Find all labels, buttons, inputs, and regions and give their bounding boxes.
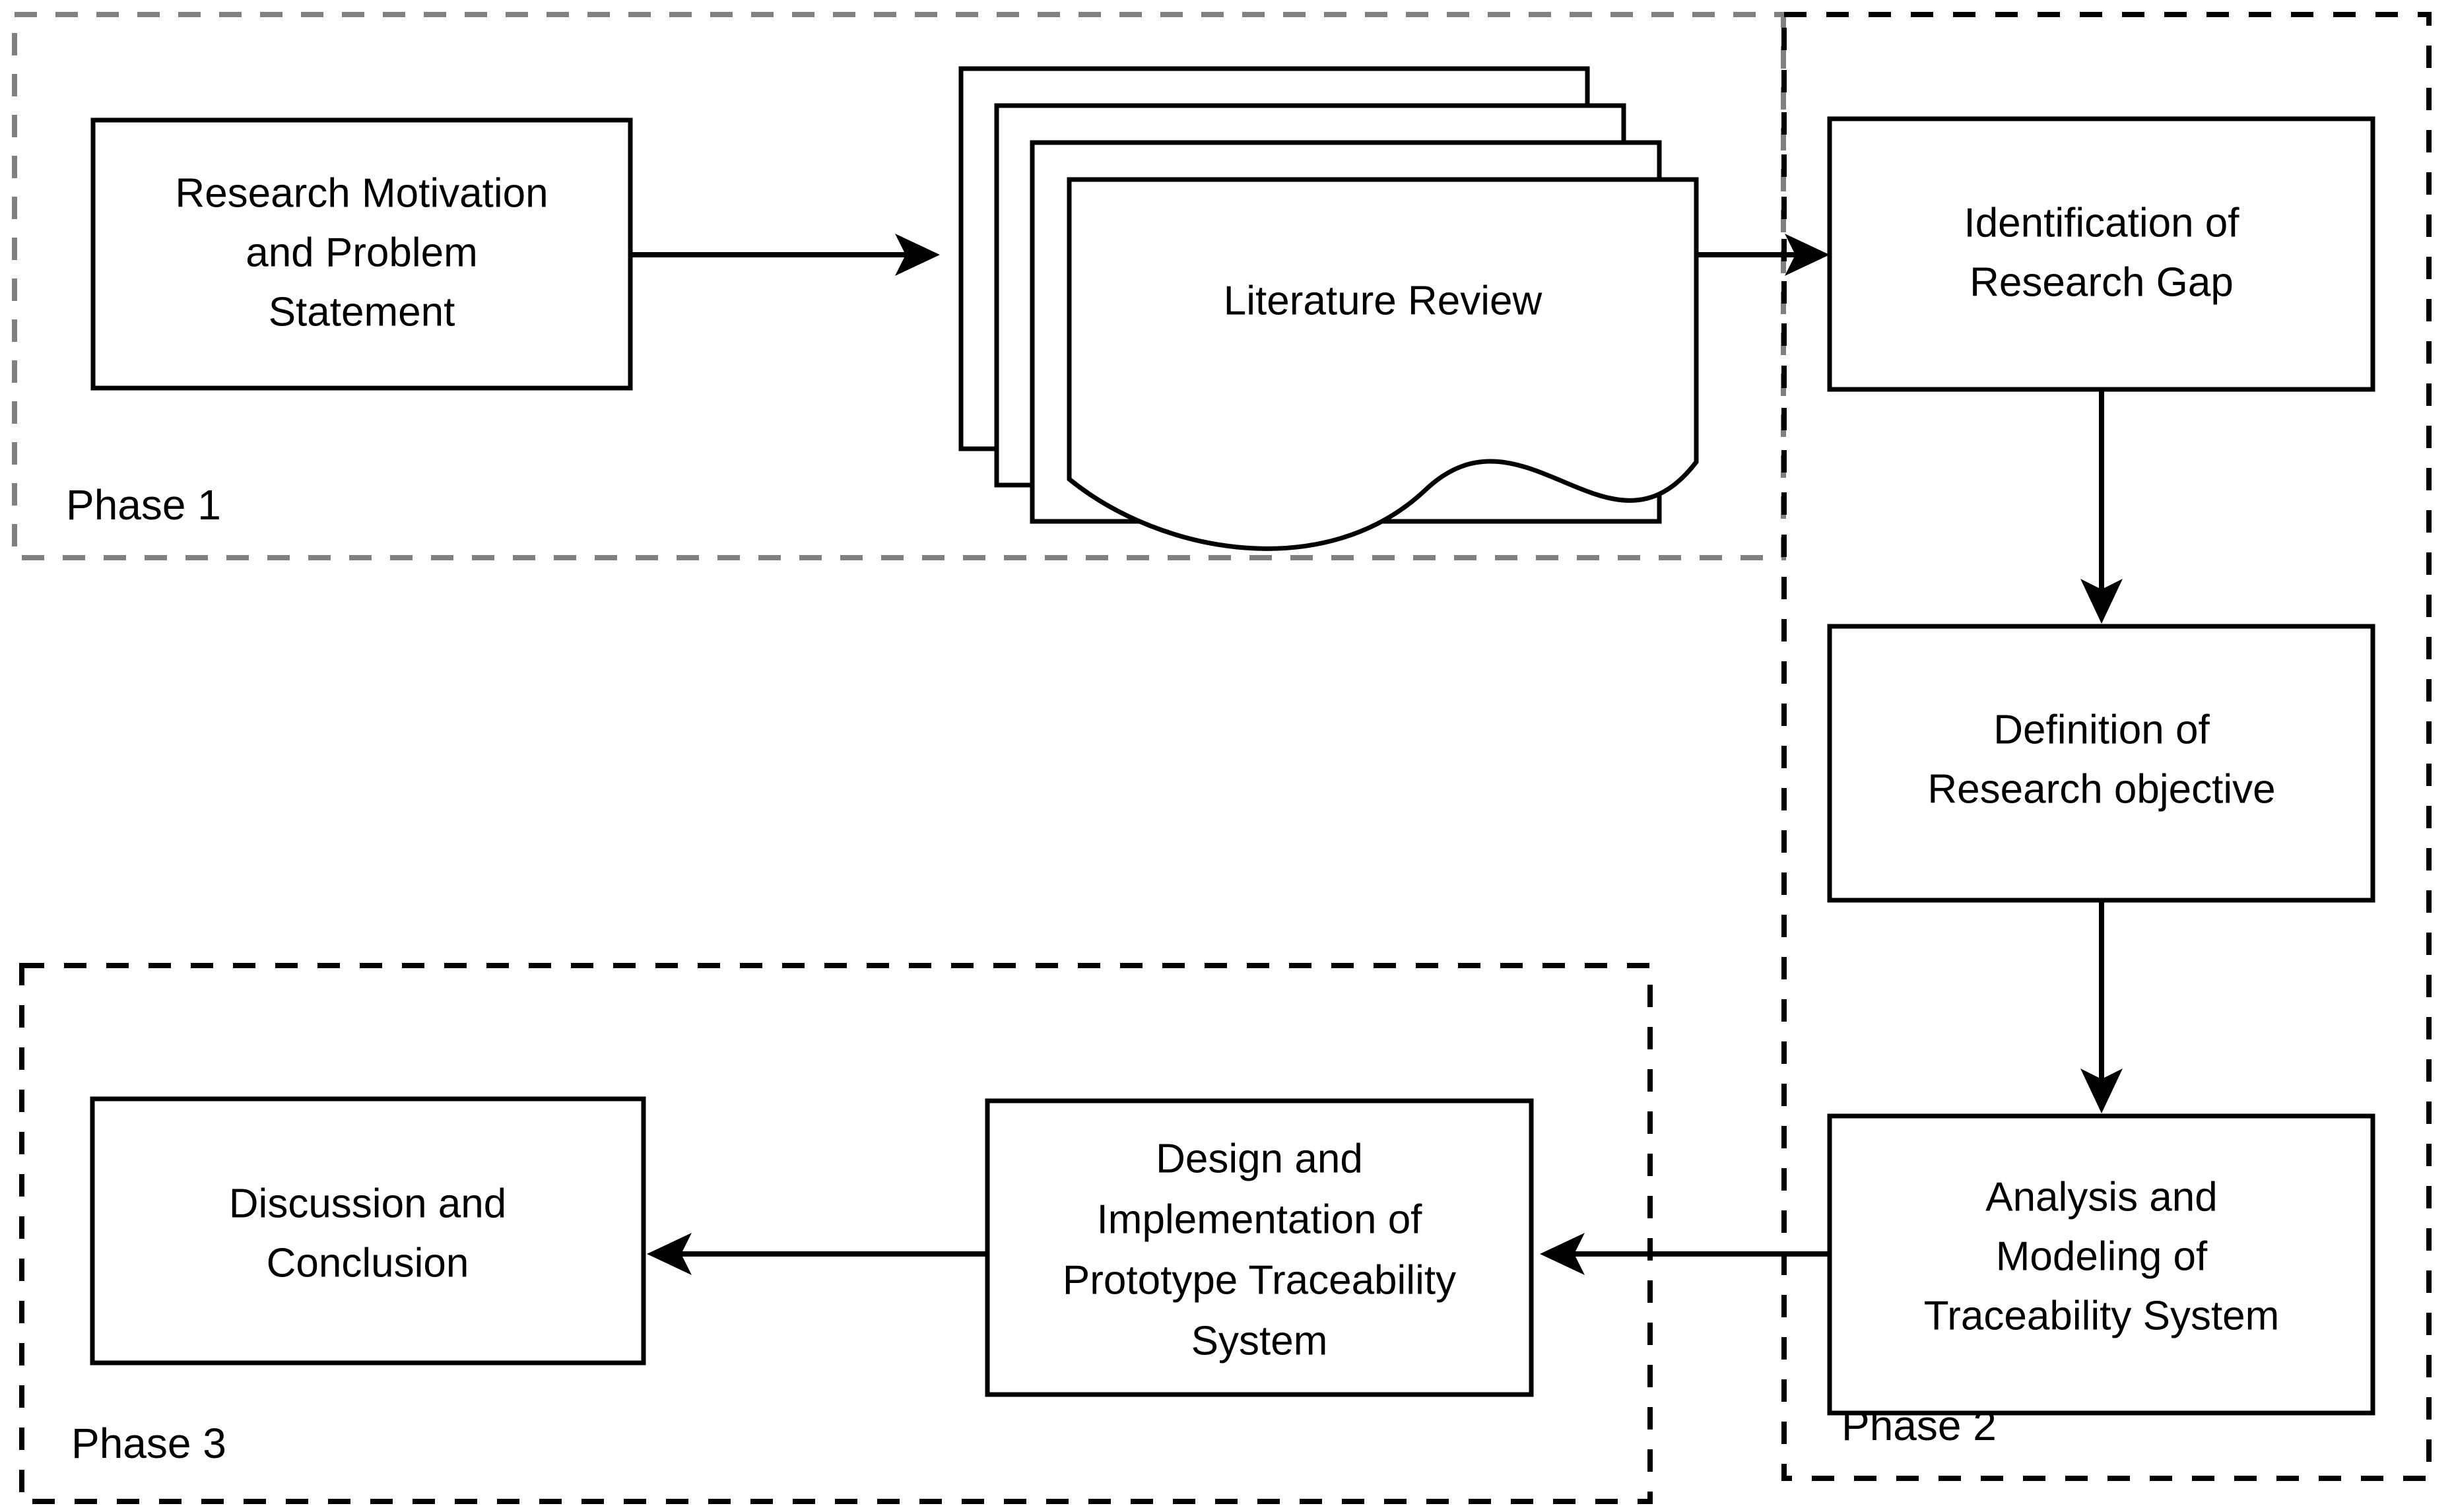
phase-3-container <box>19 963 1653 1504</box>
node-identification-research-gap-box[interactable] <box>1827 116 2375 392</box>
node-analysis-modeling-traceability-line-3: Traceability System <box>1924 1293 2280 1338</box>
node-definition-research-objective-line-2: Research objective <box>1927 766 2275 812</box>
node-discussion-conclusion-box[interactable] <box>90 1096 646 1365</box>
node-analysis-modeling-traceability-box[interactable] <box>1827 1113 2375 1416</box>
node-identification-research-gap-line-1: Identification of <box>1964 200 2239 246</box>
node-definition-research-objective[interactable]: Definition of Research objective <box>1827 624 2375 903</box>
edge-analysis-to-design-arrow-icon <box>1540 1233 1585 1275</box>
edge-objective-to-analysis-arrow-icon <box>2080 1068 2123 1113</box>
phase-2-container <box>1781 12 2432 1481</box>
node-design-implementation-prototype-line-3: Prototype Traceability <box>1063 1257 1456 1303</box>
node-discussion-conclusion-line-1: Discussion and <box>229 1181 506 1226</box>
node-research-motivation[interactable]: Research Motivation and Problem Statemen… <box>90 117 633 391</box>
node-design-implementation-prototype-line-2: Implementation of <box>1097 1197 1423 1242</box>
phase-1-label: Phase 1 <box>66 481 221 529</box>
edge-literature-to-gap <box>1696 234 1830 276</box>
edge-design-to-discussion-arrow-icon <box>647 1233 692 1275</box>
node-discussion-conclusion[interactable]: Discussion and Conclusion <box>90 1096 646 1365</box>
phase-3-label: Phase 3 <box>71 1420 226 1467</box>
phase-1-container <box>12 12 1786 560</box>
edge-motivation-to-literature <box>630 234 940 276</box>
node-design-implementation-prototype-line-1: Design and <box>1156 1136 1363 1181</box>
edge-objective-to-analysis <box>2080 900 2123 1113</box>
node-analysis-modeling-traceability-line-2: Modeling of <box>1996 1233 2208 1279</box>
edge-motivation-to-literature-arrow-icon <box>895 234 940 276</box>
node-discussion-conclusion-line-2: Conclusion <box>267 1240 469 1286</box>
node-identification-research-gap[interactable]: Identification of Research Gap <box>1827 116 2375 392</box>
node-definition-research-objective-box[interactable] <box>1827 624 2375 903</box>
node-literature-review-label: Literature Review <box>1224 278 1542 323</box>
edge-literature-to-gap-arrow-icon <box>1785 234 1830 276</box>
edge-gap-to-objective <box>2080 389 2123 624</box>
node-definition-research-objective-line-1: Definition of <box>1993 707 2210 752</box>
node-research-motivation-box[interactable] <box>90 117 633 391</box>
node-literature-review[interactable]: Literature Review <box>958 66 1699 551</box>
node-research-motivation-line-1: Research Motivation <box>175 170 548 216</box>
node-research-motivation-line-3: Statement <box>269 289 455 335</box>
node-research-motivation-line-2: and Problem <box>246 230 478 275</box>
edge-analysis-to-design <box>1540 1233 1830 1275</box>
node-analysis-modeling-traceability-line-1: Analysis and <box>1985 1174 2218 1220</box>
edge-gap-to-objective-arrow-icon <box>2080 579 2123 624</box>
node-identification-research-gap-line-2: Research Gap <box>1970 259 2234 305</box>
node-design-implementation-prototype-box[interactable] <box>985 1098 1534 1397</box>
node-design-implementation-prototype-line-4: System <box>1191 1318 1328 1364</box>
node-design-implementation-prototype[interactable]: Design and Implementation of Prototype T… <box>985 1098 1534 1397</box>
node-analysis-modeling-traceability[interactable]: Analysis and Modeling of Traceability Sy… <box>1827 1113 2375 1416</box>
edge-design-to-discussion <box>647 1233 987 1275</box>
node-literature-review-sheet-1[interactable] <box>1067 177 1699 551</box>
